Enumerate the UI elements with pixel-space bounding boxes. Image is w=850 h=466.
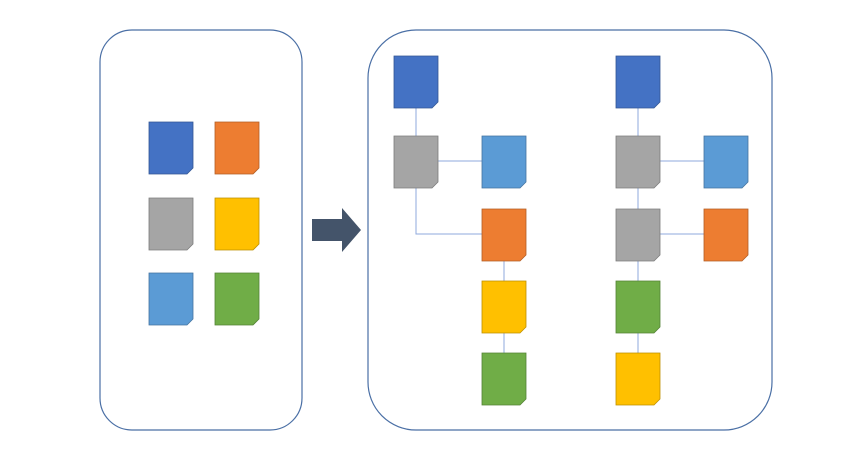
source-documents — [148, 121, 260, 326]
result-panel — [367, 29, 773, 431]
document-icon — [148, 272, 194, 326]
document-icon — [615, 135, 661, 189]
document-icon — [703, 208, 749, 262]
left-tree-documents — [393, 55, 527, 406]
right-arrow-icon — [312, 208, 361, 252]
document-icon — [481, 352, 527, 406]
document-icon — [615, 55, 661, 109]
right-tree-connectors — [637, 108, 704, 353]
document-icon — [481, 280, 527, 334]
document-icon — [481, 135, 527, 189]
document-icon — [481, 208, 527, 262]
document-icon — [615, 280, 661, 334]
document-icon — [393, 135, 439, 189]
source-panel — [99, 29, 303, 431]
document-icon — [703, 135, 749, 189]
document-icon — [148, 121, 194, 175]
document-icon — [615, 208, 661, 262]
document-icon — [214, 197, 260, 251]
document-icon — [214, 121, 260, 175]
left-tree-connectors — [415, 108, 505, 353]
document-icon — [393, 55, 439, 109]
document-icon — [148, 197, 194, 251]
document-icon — [214, 272, 260, 326]
right-tree-documents — [615, 55, 749, 406]
document-icon — [615, 352, 661, 406]
connector — [415, 188, 482, 235]
